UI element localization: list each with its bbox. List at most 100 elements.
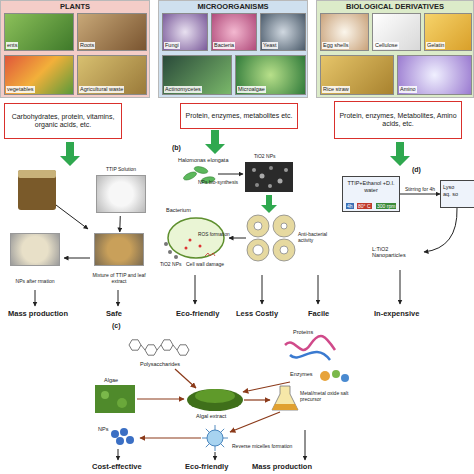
synthesis-arrow — [137, 398, 184, 399]
annotation-label: (d) — [412, 166, 421, 174]
source-image: ents — [4, 13, 74, 51]
leaf-extract-beaker — [18, 170, 56, 178]
annotation-label: Bacterium — [166, 207, 191, 213]
nanoparticles — [111, 428, 134, 445]
bacterium-cell — [189, 239, 192, 242]
annotation-label: Eco-friendly — [185, 463, 228, 472]
green-arrow — [390, 142, 410, 166]
sem-image — [252, 168, 256, 172]
process-photo: NPs after rmation — [6, 232, 64, 284]
process-arrow — [218, 174, 243, 175]
annotation-label: ROS formation — [198, 232, 230, 238]
reactor-box: Lysoaq. so — [440, 180, 474, 208]
petri-dishes — [254, 222, 262, 230]
sem-image — [268, 184, 272, 188]
annotation-label: Facile — [308, 310, 329, 319]
bacterium-cell — [174, 255, 178, 259]
process-arrow — [35, 290, 36, 306]
polysaccharide-structure — [129, 340, 189, 355]
source-image: Yeast — [260, 13, 306, 51]
nanoparticles — [120, 428, 128, 436]
source-image: Egg shells — [320, 13, 369, 51]
node-text: Lyso — [443, 184, 472, 191]
annotation-label: (c) — [112, 322, 121, 330]
petri-dishes — [253, 245, 263, 255]
sem-image — [278, 179, 283, 184]
annotation-label: Mass production — [8, 310, 68, 319]
bacterium-cell — [199, 245, 202, 248]
node-text: NPs after rmation — [6, 278, 64, 284]
process-arrow — [229, 238, 246, 239]
precursor-flask — [272, 404, 298, 410]
annotation-label: NPs bio-synthesis — [198, 180, 238, 186]
polysaccharide-structure — [177, 345, 189, 355]
node-text: ents — [6, 42, 18, 49]
reverse-micelle — [206, 429, 210, 433]
bacterium-cell — [185, 247, 188, 250]
petri-dishes — [247, 239, 269, 261]
annotation-label: Algae — [104, 377, 118, 383]
process-photo: Mixture of TTIP and leaf extract — [90, 232, 148, 284]
enzyme-blobs — [332, 370, 340, 378]
petri-dishes — [247, 215, 269, 237]
component-box: Protein, enzymes, metabolites etc. — [180, 103, 298, 129]
enzyme-blobs — [320, 371, 330, 381]
annotation-label: TiO2 NPs — [160, 262, 181, 268]
synthesis-arrow — [137, 369, 290, 438]
green-arrow — [60, 130, 410, 213]
source-image: Rice straw — [320, 55, 394, 95]
annotation-label: TiO2 NPs — [254, 154, 275, 160]
polysaccharide-structure — [161, 340, 173, 350]
algae-image — [117, 398, 127, 408]
synthesis-arrow — [230, 412, 280, 432]
precursor-flask — [272, 386, 298, 410]
node-text: 300 rpm — [376, 203, 396, 209]
node-text: aq. so — [443, 191, 472, 198]
sample-photo — [10, 233, 60, 266]
annotation-label: Reverse micelles formation — [232, 444, 292, 450]
node-text: Egg shells — [322, 42, 349, 49]
source-image: Cellulose — [372, 13, 421, 51]
bacterium-cell — [168, 250, 172, 254]
petri-dishes — [273, 239, 295, 261]
process-arrow — [215, 452, 216, 460]
node-text: 80° C — [357, 203, 372, 209]
nanoparticles — [111, 430, 119, 438]
process-arrow — [318, 275, 319, 304]
reverse-micelle — [202, 438, 207, 439]
reactor-box: TTIP+Ethanol +D.I. water4h80° C300 rpm — [342, 176, 400, 212]
node-text: Carbohydrates, protein, vitamins, organi… — [7, 113, 119, 129]
protein-structure — [285, 336, 335, 350]
node-text: Fungi — [164, 42, 180, 49]
process-photo: TTIP Solution — [92, 166, 150, 216]
source-panel: PLANTSentsRootsvegetablesAgricultural wa… — [0, 0, 150, 98]
component-box: Protein, enzymes, Metabolites, Amino aci… — [334, 101, 462, 139]
algae-image — [95, 385, 135, 413]
annotation-label: Cost-effective — [92, 463, 142, 472]
node-text: MICROORGANISMS — [159, 1, 307, 12]
bacteria-cells — [193, 165, 208, 174]
bacterium-cell — [168, 218, 224, 258]
reverse-micelle — [221, 429, 225, 433]
green-arrow — [60, 142, 80, 166]
reverse-micelle — [207, 430, 223, 446]
source-panel: MICROORGANISMSFungiBacteriaYeastActinomy… — [158, 0, 308, 98]
node-text: 4h — [346, 203, 354, 209]
process-connector — [64, 258, 90, 259]
sem-image — [269, 166, 273, 170]
source-image: Bacteria — [211, 13, 257, 51]
node-text: Mixture of TTIP and leaf extract — [90, 272, 148, 284]
node-text: Rice straw — [322, 86, 350, 93]
reverse-micelle — [215, 425, 216, 430]
synthesis-arrow — [244, 399, 270, 400]
green-arrow — [205, 130, 225, 154]
process-connector — [400, 194, 440, 195]
node-text: Yeast — [262, 42, 278, 49]
node-text: Amino — [399, 86, 417, 93]
petri-dishes — [280, 246, 288, 254]
process-arrow — [35, 174, 457, 460]
polysaccharide-structure — [141, 345, 145, 350]
node-text: Protein, enzymes, Metabolites, Amino aci… — [337, 112, 459, 128]
annotation-label: In-expensive — [374, 310, 419, 319]
